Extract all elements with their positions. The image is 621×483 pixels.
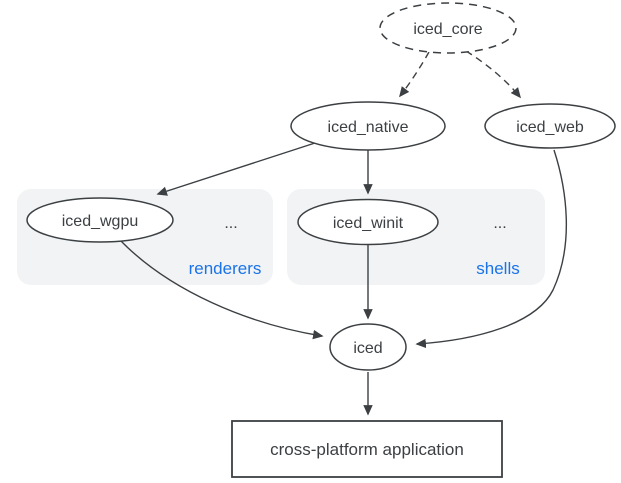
- node-iced-winit: iced_winit: [297, 198, 439, 246]
- edge-iced-core-to-iced-web: [465, 50, 521, 99]
- node-iced-core-shape: [379, 2, 517, 54]
- node-iced-core: iced_core: [379, 2, 517, 54]
- group-shells-label: shells: [476, 259, 519, 278]
- node-iced-web: iced_web: [484, 103, 616, 149]
- node-iced-wgpu: iced_wgpu: [26, 197, 174, 243]
- node-iced-web-shape: [484, 103, 616, 149]
- edge-iced-native-to-iced-wgpu: [156, 142, 316, 196]
- node-application-shape: [231, 420, 503, 478]
- node-iced-native-label: iced_native: [328, 119, 409, 136]
- group-renderers-ellipsis: ...: [224, 215, 237, 232]
- node-iced-winit-label: iced_winit: [333, 215, 404, 232]
- node-iced-wgpu-label: iced_wgpu: [62, 213, 139, 230]
- node-application: cross-platform application: [231, 420, 503, 478]
- edge-iced-core-to-iced-native: [399, 51, 430, 98]
- node-iced-web-label: iced_web: [516, 119, 584, 136]
- node-iced-winit-shape: [297, 198, 439, 246]
- node-iced-label: iced: [353, 340, 382, 357]
- node-iced-shape: [329, 323, 407, 371]
- group-shells-ellipsis: ...: [493, 215, 506, 232]
- node-iced-wgpu-shape: [26, 197, 174, 243]
- node-iced-core-label: iced_core: [413, 21, 482, 38]
- node-iced-native: iced_native: [290, 101, 446, 151]
- edge-iced-web-to-iced: [415, 149, 568, 349]
- node-application-label: cross-platform application: [270, 440, 464, 459]
- group-renderers-label: renderers: [189, 259, 262, 278]
- edge-iced-wgpu-to-iced: [120, 240, 324, 340]
- node-iced: iced: [329, 323, 407, 371]
- node-iced-native-shape: [290, 101, 446, 151]
